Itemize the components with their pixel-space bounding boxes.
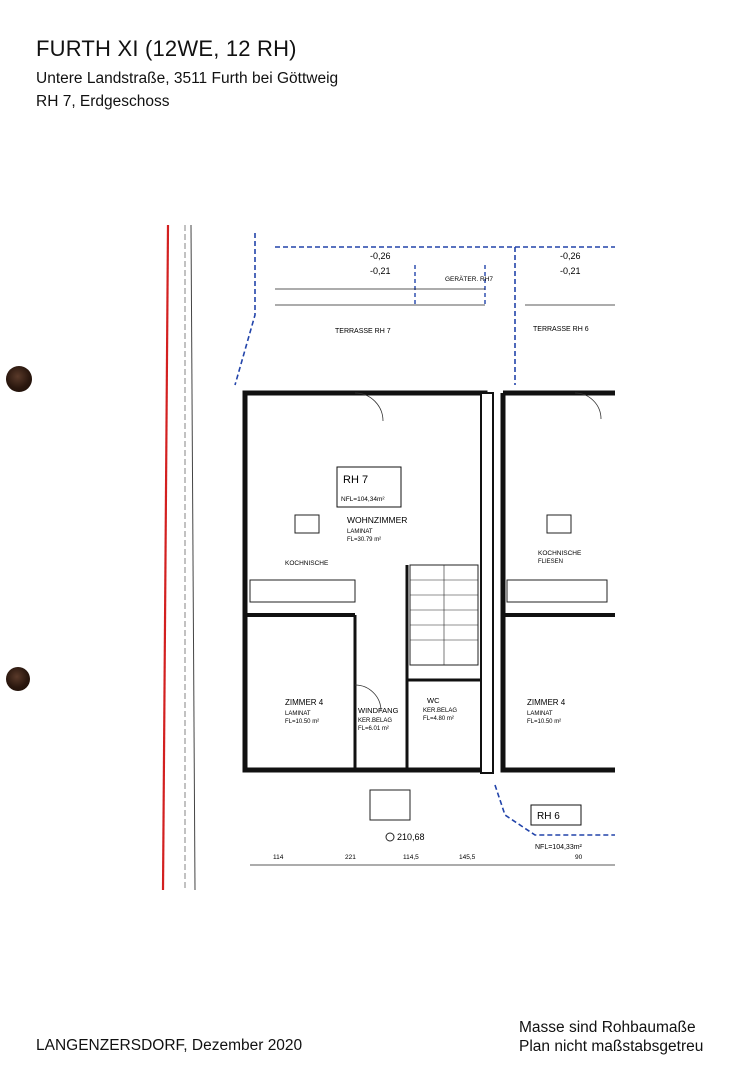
place-date: LANGENZERSDORF, Dezember 2020 xyxy=(36,1037,303,1054)
door-swing-terrace-neighbor xyxy=(574,392,602,420)
neighbor-nfl: NFL=104,33m² xyxy=(535,844,583,851)
note-scale: Plan nicht maßstabsgetreu xyxy=(519,1038,704,1056)
shed-label: GERÄTER. RH7 xyxy=(445,275,493,283)
living-floor: LAMINAT xyxy=(347,529,373,535)
floor-plan: -0,26 -0,21 -0,26 -0,21 TERRASSE RH 7 TE… xyxy=(161,225,615,890)
note-rohbau: Masse sind Rohbaumaße xyxy=(519,1019,696,1036)
level-marker xyxy=(385,832,395,842)
unit-label-box xyxy=(336,466,402,508)
blue-boundary-bottom xyxy=(494,784,615,836)
room4-area: FL=10.50 m² xyxy=(285,719,319,725)
level-top-2-right: -0,21 xyxy=(560,266,581,276)
plan-notes: Masse sind Rohbaumaße Plan nicht maßstab… xyxy=(519,1018,703,1057)
dim-bottom-4: 145,5 xyxy=(459,854,476,861)
boundary-line xyxy=(190,225,196,890)
cooktop xyxy=(294,514,320,534)
cooktop-neighbor xyxy=(546,514,572,534)
kitchen-label: KOCHNISCHE xyxy=(285,560,329,567)
neighbor-outer-wall xyxy=(500,390,615,773)
staircase xyxy=(409,564,479,666)
neighbor-room4-area: FL=10.50 m² xyxy=(527,719,561,725)
door-swing-room4 xyxy=(354,684,382,712)
unit-nfl: NFL=104,34m² xyxy=(341,496,385,503)
property-line xyxy=(161,225,170,890)
living-label: WOHNZIMMER xyxy=(347,515,407,525)
kitchen-neighbor-floor: FLIESEN xyxy=(538,559,563,565)
blue-boundary-left xyxy=(234,233,256,386)
neighbor-label: RH 6 xyxy=(537,811,560,822)
dim-bottom-3: 114,5 xyxy=(403,854,419,861)
room4-label: ZIMMER 4 xyxy=(285,698,324,707)
kitchen-neighbor-label: KOCHNISCHE xyxy=(538,550,582,557)
wc-area: FL=4.80 m² xyxy=(423,716,454,722)
party-wall xyxy=(480,392,494,774)
dim-bottom-1: 114 xyxy=(273,854,284,861)
dim-bottom-5: 90 xyxy=(575,854,583,861)
terrace-rh7-label: TERRASSE RH 7 xyxy=(335,328,391,335)
punch-hole-top xyxy=(6,366,32,392)
unit-label: RH 7 xyxy=(343,474,368,486)
address: Untere Landstraße, 3511 Furth bei Göttwe… xyxy=(36,70,339,87)
level-top-1: -0,26 xyxy=(370,251,391,261)
document-title: FURTH XI (12WE, 12 RH) xyxy=(36,36,297,61)
level-top-2: -0,21 xyxy=(370,266,391,276)
punch-hole-bottom xyxy=(6,667,30,691)
blue-boundary-top xyxy=(275,246,516,385)
kitchen-counter-neighbor xyxy=(506,579,608,603)
neighbor-room4-floor: LAMINAT xyxy=(527,711,553,717)
entrance-step xyxy=(369,789,411,821)
entry-floor: KER.BELAG xyxy=(358,718,392,724)
neighbor-label-box xyxy=(530,804,582,826)
kitchen-counter xyxy=(249,579,356,603)
living-area: FL=30.79 m² xyxy=(347,537,381,543)
dim-bottom-2: 221 xyxy=(345,854,356,861)
blue-shed-lines xyxy=(414,265,486,305)
door-swing-terrace xyxy=(354,392,384,422)
wc-label: WC xyxy=(427,696,440,705)
entry-label: WINDFANG xyxy=(358,706,399,715)
room4-floor: LAMINAT xyxy=(285,711,311,717)
terrace-rh6-label: TERRASSE RH 6 xyxy=(533,326,589,333)
wc-floor: KER.BELAG xyxy=(423,708,457,714)
neighbor-room4-label: ZIMMER 4 xyxy=(527,698,566,707)
unit-floor: RH 7, Erdgeschoss xyxy=(36,93,170,110)
entry-level: 210,68 xyxy=(397,832,425,842)
entry-area: FL=6.01 m² xyxy=(358,726,389,732)
level-top-1-right: -0,26 xyxy=(560,251,581,261)
